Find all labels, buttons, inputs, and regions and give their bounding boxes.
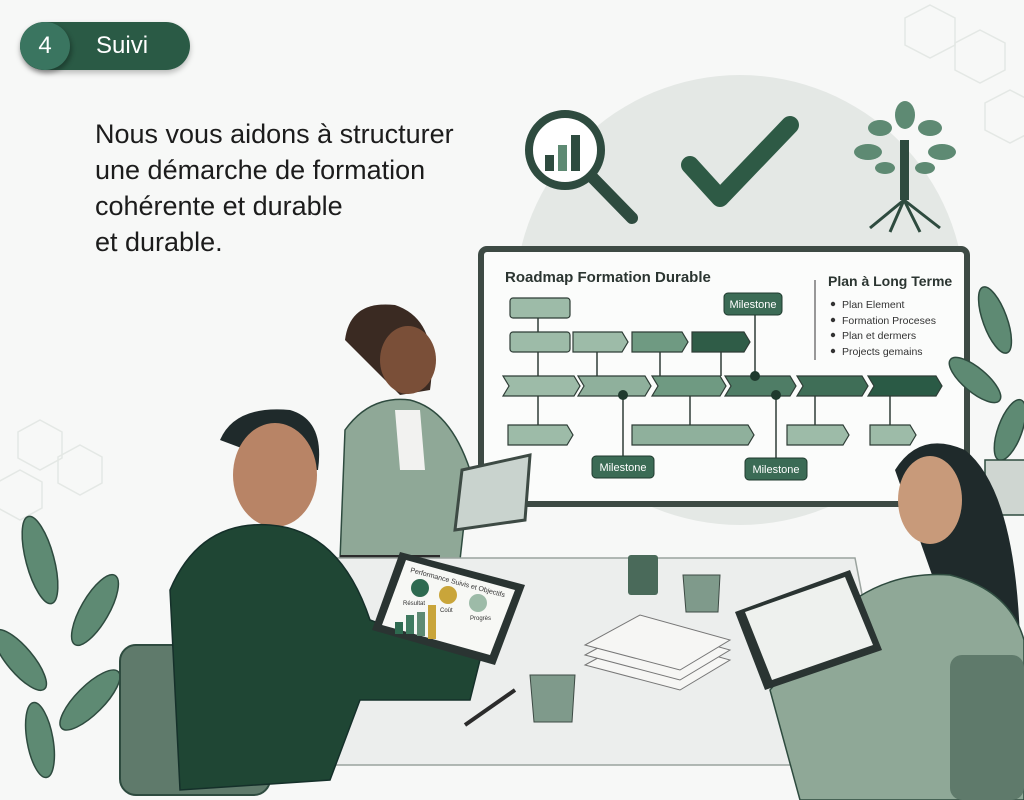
step-badge: 4 Suivi [20,22,190,70]
headline-line: et durable. [95,227,223,257]
magnifier-chart-icon [525,110,638,224]
plant-right [948,286,1024,516]
plan-item: Formation Proceses [842,315,936,327]
headline-line: Nous vous aidons à structurer [95,119,454,149]
step-number: 4 [20,22,70,70]
tree-icon [854,101,956,233]
svg-text:Milestone: Milestone [752,464,799,476]
plan-item: Plan et dermers [842,330,916,342]
plant-left [0,515,121,779]
headline-line: cohérente et durable [95,191,343,221]
headline-line: une démarche de formation [95,155,426,185]
man-with-tablet: Performance Suivis et Objectifs Résultat… [169,409,525,791]
hexagon-pattern [0,4,1024,521]
tablet-label: Résultat [403,601,425,607]
roadmap-whiteboard: Roadmap Formation Durable Plan à Long Te… [478,246,970,507]
step-label: Suivi [96,32,149,59]
tablet-label: Progrès [470,616,491,622]
milestone-label: Milestone [591,455,655,479]
headline: Nous vous aidons à structurer une démarc… [95,116,515,260]
plan-item: Projects gemains [842,346,923,358]
plan-title: Plan à Long Terme [828,273,952,289]
woman-with-tablet [735,443,1024,800]
table-items [463,555,732,727]
roadmap-title: Roadmap Formation Durable [505,269,711,286]
svg-text:Milestone: Milestone [729,299,776,311]
checkmark-icon [681,116,799,207]
svg-text:Milestone: Milestone [599,462,646,474]
milestone-label: Milestone [723,292,783,316]
plan-item: Plan Element [842,299,905,311]
tablet-label: Coût [440,608,453,614]
milestone-label: Milestone [744,457,808,481]
